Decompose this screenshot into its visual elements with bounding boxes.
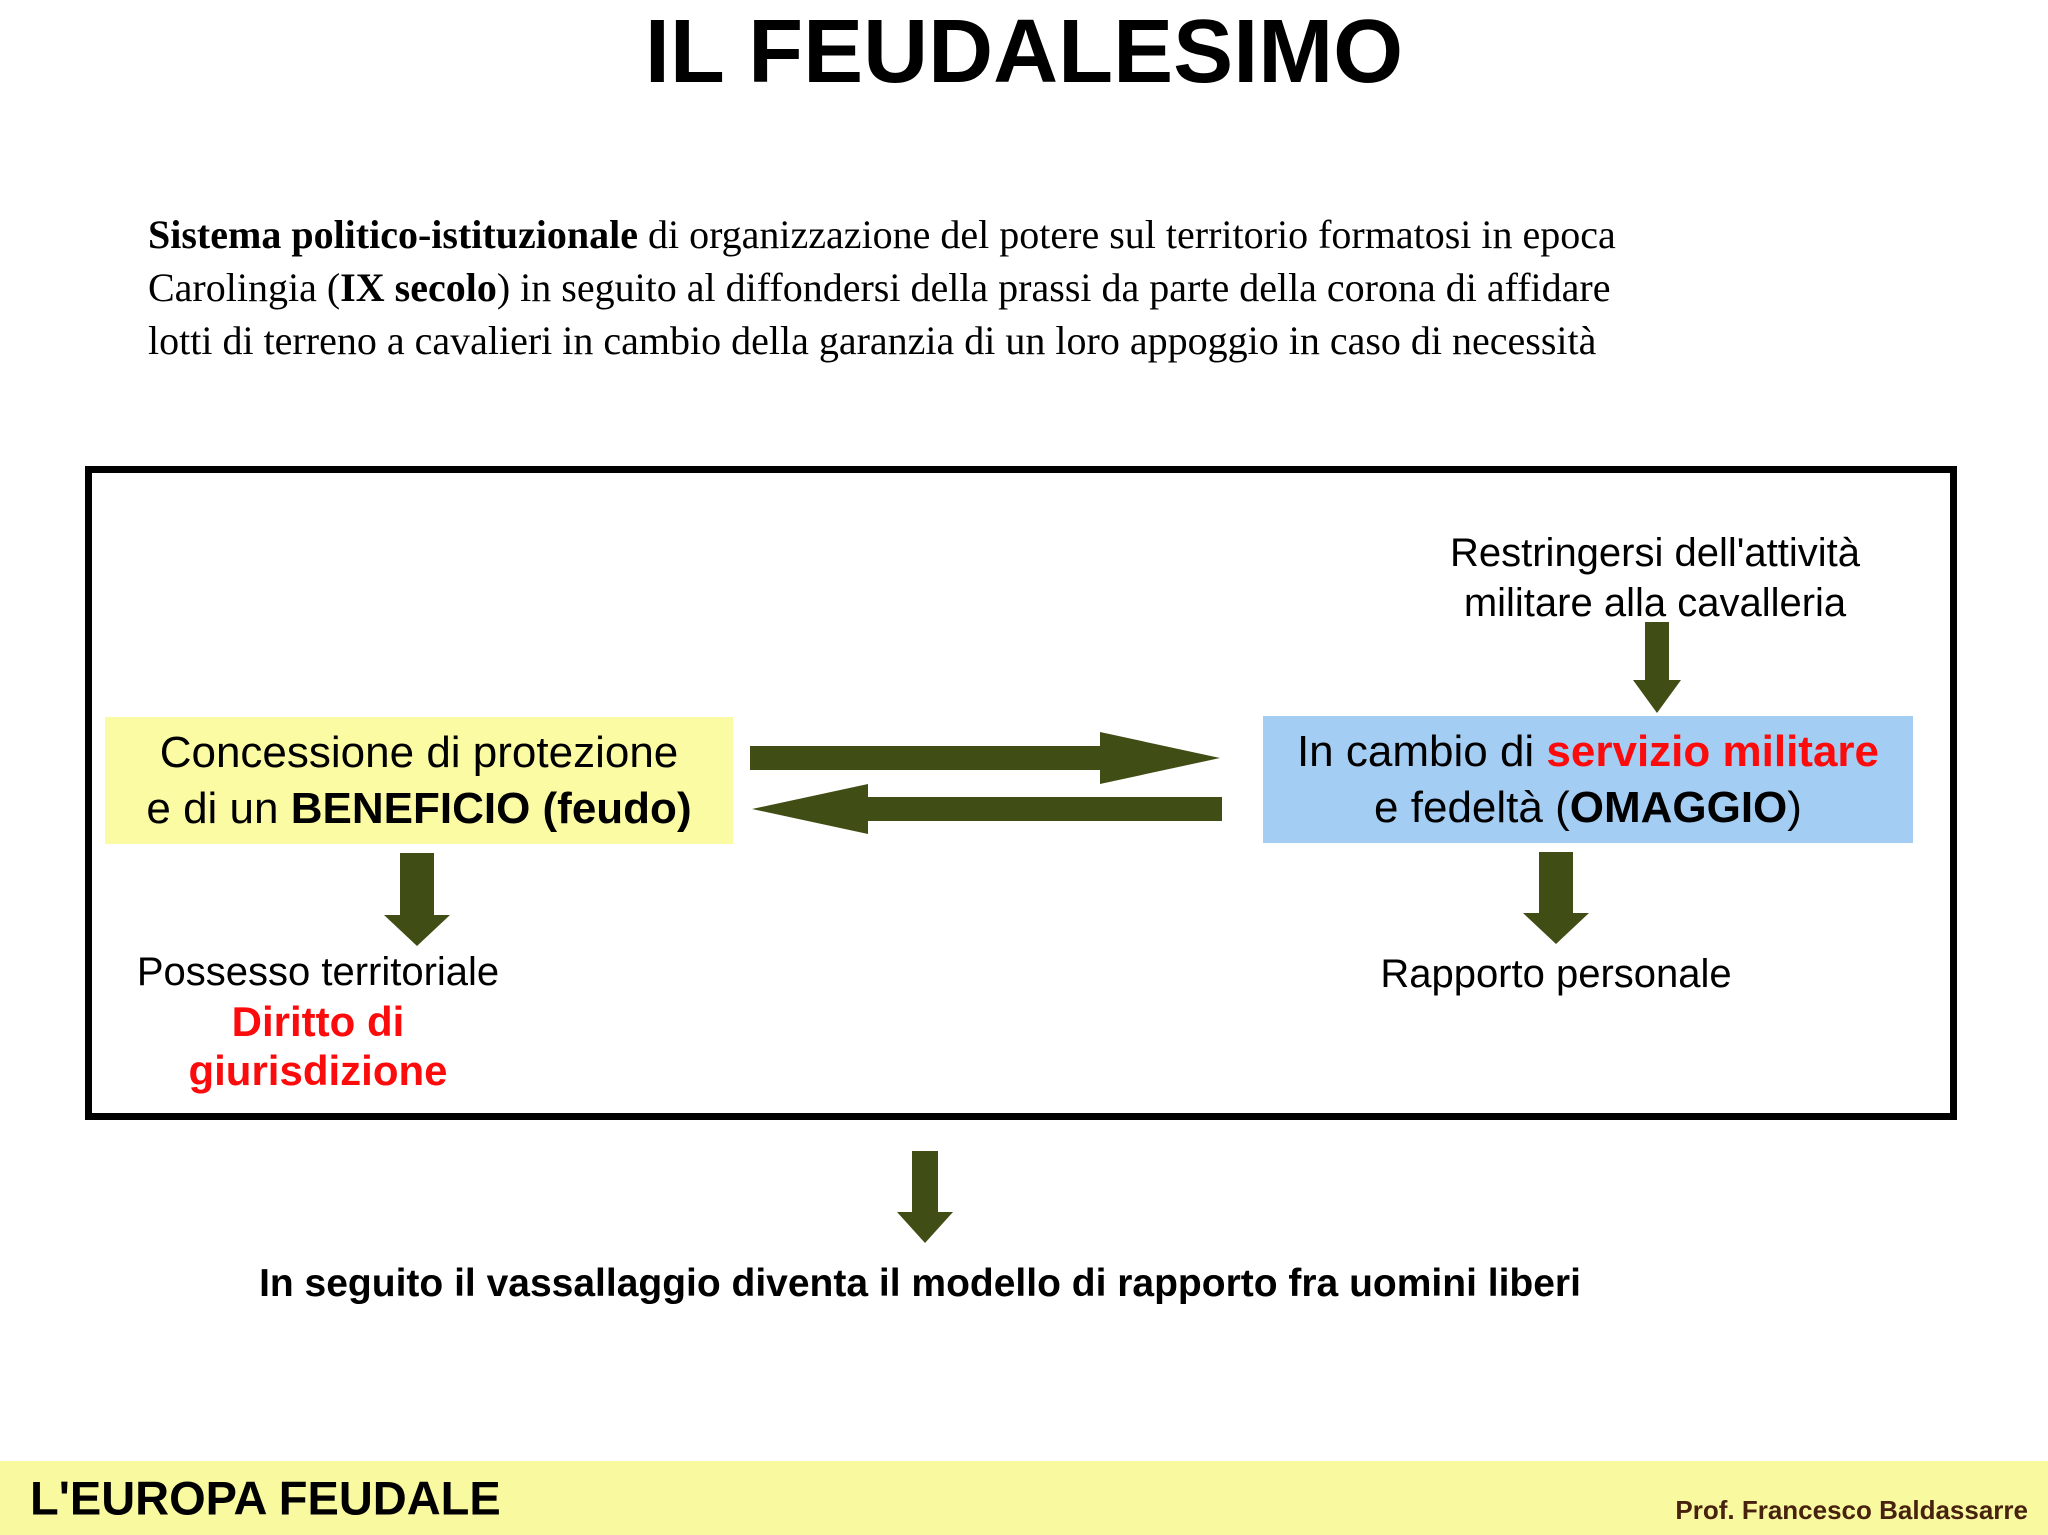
territorial-line-2: Diritto di giurisdizione <box>188 998 448 1094</box>
intro-paragraph: Sistema politico-istituzionale di organi… <box>148 208 1948 367</box>
benefit-box: Concessione di protezione e di un BENEFI… <box>105 717 733 844</box>
service-box-line-2-post: ) <box>1787 782 1802 832</box>
intro-line-2-pre: Carolingia ( <box>148 265 341 310</box>
benefit-box-line-2: e di un BENEFICIO (feudo) <box>146 781 691 837</box>
cavalry-note-line-2: militare alla cavalleria <box>1463 581 1847 625</box>
service-box: In cambio di servizio militare e fedeltà… <box>1263 716 1913 843</box>
benefit-box-line-2-pre: e di un <box>146 783 291 833</box>
service-box-line-1: In cambio di servizio militare <box>1297 724 1879 780</box>
intro-line-2: Carolingia (IX secolo) in seguito al dif… <box>148 261 1948 314</box>
service-box-line-2: e fedeltà (OMAGGIO) <box>1374 780 1802 836</box>
footer-series-title: L'EUROPA FEUDALE <box>30 1471 501 1525</box>
footer-bar: L'EUROPA FEUDALE Prof. Francesco Baldass… <box>0 1461 2048 1535</box>
cavalry-note: Restringersi dell'attività militare alla… <box>1395 528 1915 628</box>
conclusion-down-arrow-icon <box>897 1151 953 1243</box>
service-box-line-2-bold: OMAGGIO <box>1569 782 1788 832</box>
intro-line-1-rest: di organizzazione del potere sul territo… <box>637 212 1616 257</box>
intro-line-3: lotti di terreno a cavalieri in cambio d… <box>148 318 1597 363</box>
intro-line-1-bold: Sistema politico-istituzionale <box>148 212 638 257</box>
benefit-box-line-2-bold: BENEFICIO (feudo) <box>290 783 692 833</box>
slide-title: IL FEUDALESIMO <box>644 2 1404 102</box>
diagram-frame <box>85 466 1957 1120</box>
territorial-line-1: Possesso territoriale <box>136 950 500 994</box>
territorial-result: Possesso territoriale Diritto di giurisd… <box>108 948 528 1095</box>
footer-author: Prof. Francesco Baldassarre <box>1675 1495 2028 1525</box>
intro-line-1: Sistema politico-istituzionale di organi… <box>148 208 1948 261</box>
conclusion-text: In seguito il vassallaggio diventa il mo… <box>259 1262 1581 1305</box>
intro-line-2-bold: IX secolo <box>340 265 497 310</box>
service-box-line-1-red: servizio militare <box>1546 726 1880 776</box>
service-box-line-1-pre: In cambio di <box>1296 726 1547 776</box>
benefit-box-line-1: Concessione di protezione <box>159 727 679 777</box>
intro-line-2-rest: ) in seguito al diffondersi della prassi… <box>496 265 1611 310</box>
cavalry-note-line-1: Restringersi dell'attività <box>1449 531 1861 575</box>
service-box-line-2-pre: e fedeltà ( <box>1374 782 1570 832</box>
personal-result: Rapporto personale <box>1380 952 1732 996</box>
